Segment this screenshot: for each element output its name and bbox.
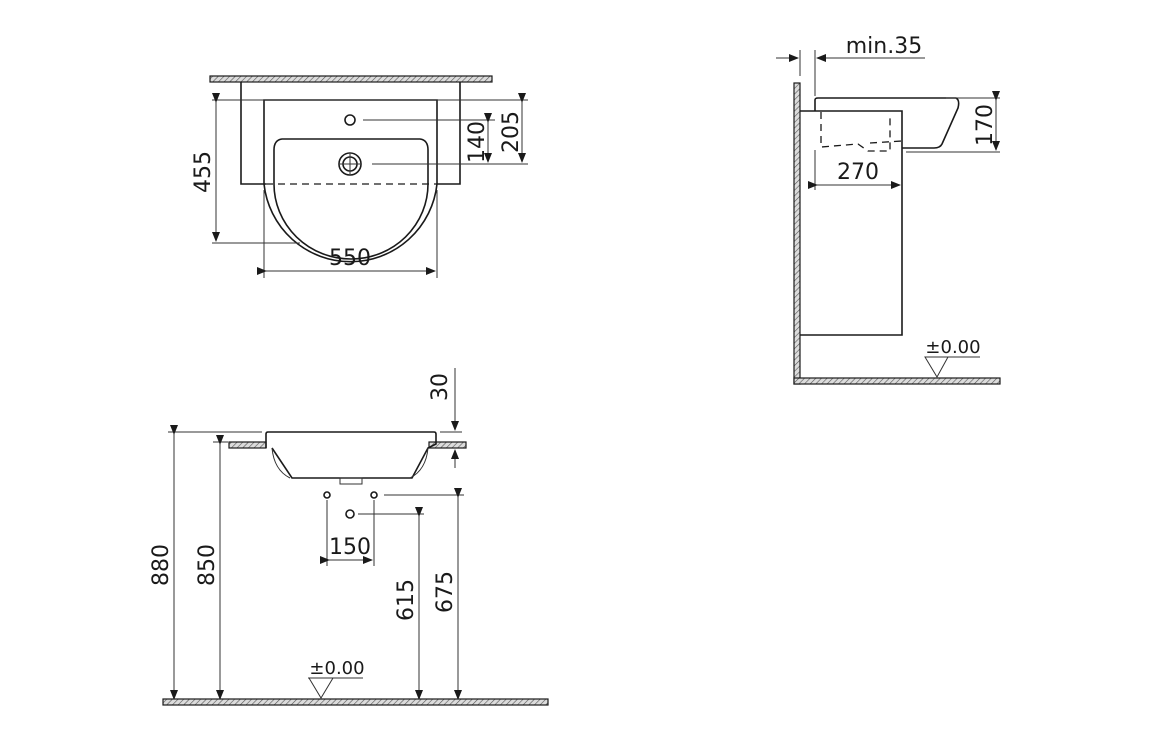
dim-850: 850 [195,544,220,586]
dim-550: 550 [329,246,371,271]
top-view: 455 550 140 205 [191,75,528,278]
dim-150: 150 [329,535,371,560]
basin-outline [263,99,438,263]
dim-min35: min.35 [846,34,922,59]
side-view: min.35 170 270 ±0.00 [776,34,1001,385]
counter-left-hatch [228,441,267,449]
dim-205: 205 [499,111,524,153]
bowl-outline [273,138,429,260]
floor-level-label: ±0.00 [925,337,980,358]
dim-270: 270 [837,160,879,185]
front-floor-level-label: ±0.00 [309,658,364,679]
dim-30: 30 [428,373,453,401]
countertop-hatch [209,75,493,83]
side-basin-outline [814,97,960,149]
front-view: 30 150 880 850 615 675 ±0.00 [149,368,549,706]
front-basin-outline [265,431,437,479]
dim-170: 170 [973,104,998,146]
floor-hatch [793,377,1001,385]
front-floor-hatch [162,698,549,706]
wall-hatch [793,82,801,385]
tap-hole [344,114,356,126]
dim-880: 880 [149,544,174,586]
dim-140: 140 [465,121,490,163]
dim-455: 455 [191,151,216,193]
dim-615: 615 [394,579,419,621]
drain [338,152,362,176]
counter-right-hatch [428,441,467,449]
dim-675: 675 [433,571,458,613]
